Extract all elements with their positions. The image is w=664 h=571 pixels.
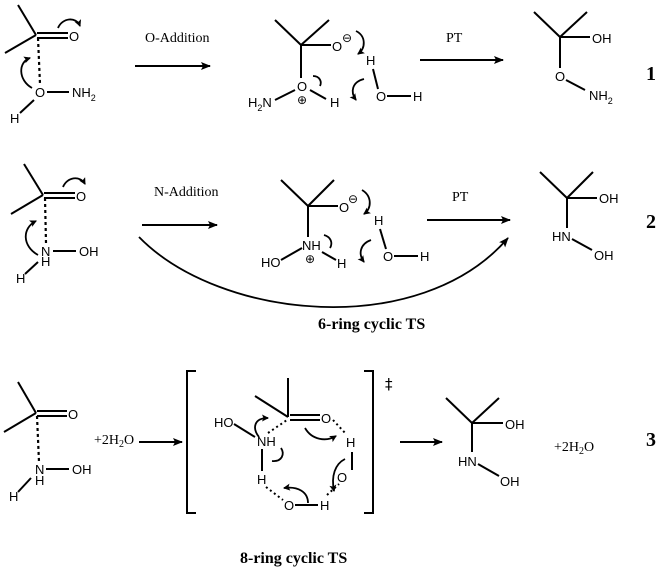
atom-o: O [555, 69, 565, 84]
atom-h: H [41, 254, 50, 269]
atom-o: O [284, 498, 294, 513]
label-6-ring-cyclic-ts: 6-ring cyclic TS [318, 316, 425, 333]
electron-arrow [355, 30, 365, 55]
reaction-3-reactant: O N H OH H [3, 381, 92, 504]
atom-oh: OH [505, 417, 525, 432]
atom-h2n: H2N [248, 95, 272, 113]
atom-o: O [297, 79, 307, 94]
atom-nh2: NH2 [72, 85, 96, 103]
reaction-1-intermediate: O ⊖ O ⊕ H2N H H O H [248, 19, 422, 113]
atom-h: H [366, 53, 375, 68]
atom-h: H [257, 472, 266, 487]
double-dagger-symbol: ‡ [385, 375, 393, 393]
left-bracket [186, 370, 196, 514]
electron-arrow [312, 75, 322, 87]
negative-charge-icon: ⊖ [342, 31, 352, 45]
reaction-3-product: OH HN OH [445, 397, 525, 489]
electron-arrow [357, 239, 372, 263]
reaction-2-reactant: O N H OH H [10, 163, 99, 286]
atom-h: H [16, 271, 25, 286]
atom-oh: OH [592, 31, 612, 46]
atom-hn: HN [458, 454, 477, 469]
reaction-1-product: OH O NH2 [533, 11, 613, 106]
electron-arrow [304, 427, 337, 443]
atom-o: O [68, 407, 78, 422]
atom-h: H [420, 249, 429, 264]
atom-h: H [320, 498, 329, 513]
step-label-o-addition: O-Addition [145, 31, 210, 46]
electron-arrow [283, 483, 309, 504]
reaction-number-1: 1 [646, 63, 656, 85]
atom-o: O [376, 89, 386, 104]
electron-arrow [271, 447, 284, 462]
atom-oh: OH [594, 248, 614, 263]
bypass-arrow [138, 236, 509, 308]
atom-ho: HO [214, 415, 234, 430]
electron-arrow [329, 458, 346, 492]
reaction-1-reactant: O O NH2 H [4, 4, 96, 126]
positive-charge-icon: ⊕ [297, 93, 307, 107]
atom-h: H [374, 213, 383, 228]
reaction-2-intermediate: O ⊖ NH ⊕ HO H H O H [261, 179, 429, 271]
atom-nh: NH [257, 434, 276, 449]
reaction-3-transition-state: ‡ O HO NH H O H O H [186, 370, 393, 514]
reaction-2-product: OH HN OH [539, 171, 619, 263]
atom-nh: NH [302, 238, 321, 253]
atom-o: O [35, 85, 45, 100]
atom-h: H [346, 435, 355, 450]
right-bracket [364, 370, 374, 514]
electron-arrow [361, 189, 371, 215]
atom-o: O [339, 200, 349, 215]
electron-arrow [254, 414, 269, 438]
atom-h: H [330, 95, 339, 110]
atom-o: O [69, 29, 79, 44]
atom-h: H [10, 111, 19, 126]
electron-arrow [57, 18, 82, 29]
atom-o: O [332, 39, 342, 54]
atom-h: H [9, 489, 18, 504]
atom-ho: HO [261, 255, 281, 270]
atom-oh: OH [599, 191, 619, 206]
atom-o: O [321, 411, 331, 426]
atom-o: O [337, 470, 347, 485]
atom-oh: OH [79, 244, 99, 259]
atom-h: H [413, 89, 422, 104]
atom-hn: HN [552, 229, 571, 244]
electron-arrow [24, 220, 39, 256]
coproduct-2h2o: +2H2O [554, 440, 594, 457]
reaction-number-3: 3 [646, 429, 656, 451]
electron-arrow [62, 177, 86, 188]
reaction-number-2: 2 [646, 211, 656, 233]
label-8-ring-cyclic-ts: 8-ring cyclic TS [240, 550, 347, 567]
atom-n: N [41, 244, 50, 259]
electron-arrow [349, 78, 365, 101]
step-label-pt: PT [446, 31, 463, 46]
step-label-n-addition: N-Addition [154, 185, 219, 200]
atom-h: H [337, 256, 346, 271]
atom-h: H [35, 473, 44, 488]
reagent-2h2o: +2H2O [94, 433, 134, 450]
atom-nh2: NH2 [589, 88, 613, 106]
atom-oh: OH [72, 462, 92, 477]
step-label-pt: PT [452, 190, 469, 205]
negative-charge-icon: ⊖ [348, 192, 358, 206]
atom-n: N [35, 462, 44, 477]
electron-arrow [323, 234, 333, 249]
atom-o: O [76, 189, 86, 204]
atom-oh: OH [500, 474, 520, 489]
positive-charge-icon: ⊕ [305, 252, 315, 266]
electron-arrow [20, 56, 33, 89]
atom-o: O [383, 249, 393, 264]
